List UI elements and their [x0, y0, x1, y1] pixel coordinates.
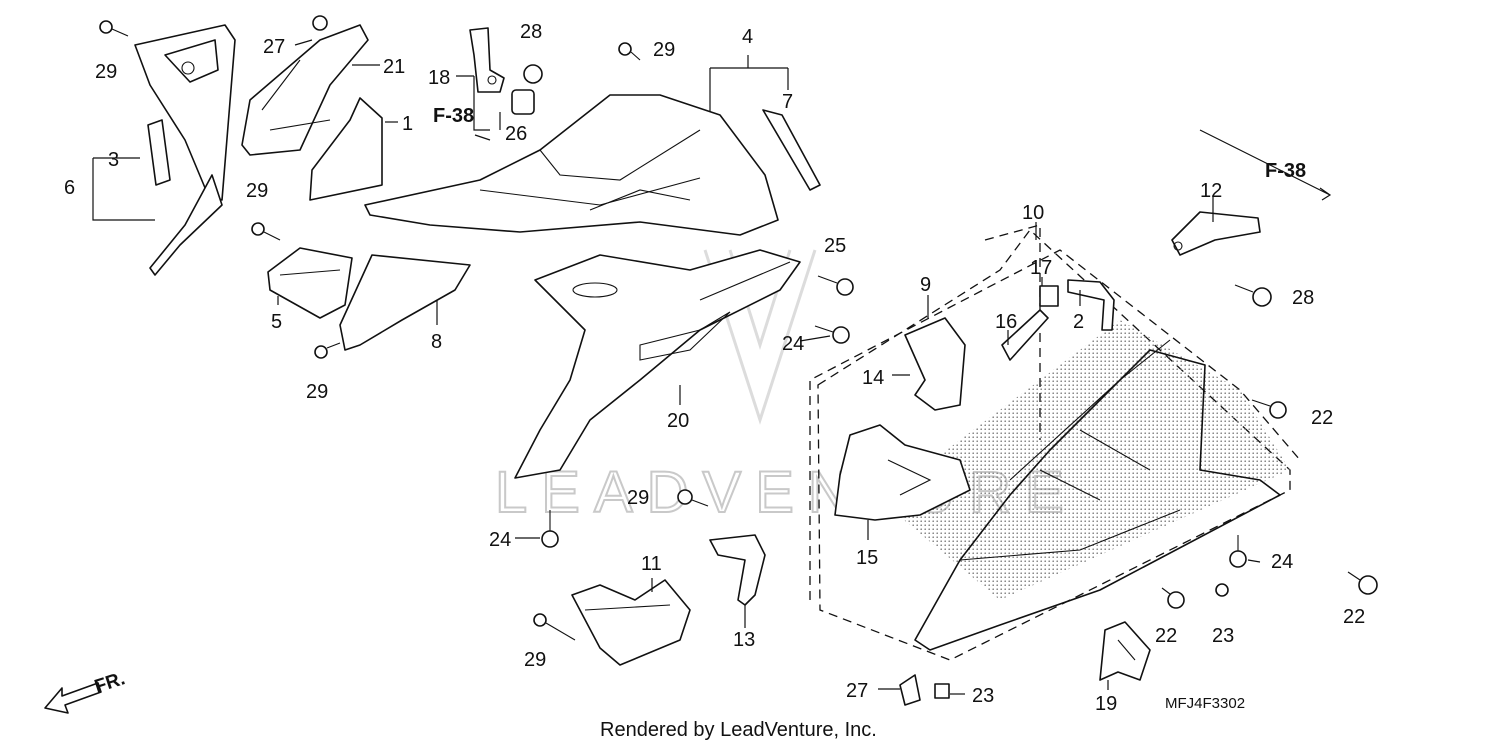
callout-18: 18 — [428, 67, 450, 89]
part-8-inner-panel[interactable] — [339, 254, 471, 351]
callout-3: 3 — [108, 149, 119, 171]
part-20-middle-cowl[interactable] — [514, 249, 801, 479]
front-direction-arrow: FR. — [44, 668, 128, 714]
screw-icons — [99, 15, 1378, 641]
f38-reference-right[interactable]: F-38 — [1265, 160, 1306, 182]
part-27-grommet[interactable] — [899, 674, 921, 706]
leader-lines — [92, 39, 1332, 695]
callout-14: 14 — [862, 367, 884, 389]
callout-13: 13 — [733, 629, 755, 651]
part-11-cover[interactable] — [571, 579, 691, 666]
rendered-by-credit: Rendered by LeadVenture, Inc. — [600, 719, 877, 741]
callout-28: 28 — [520, 21, 542, 43]
callout-17: 17 — [1030, 257, 1052, 279]
callout-24: 24 — [1271, 551, 1293, 573]
front-arrow-label: FR. — [92, 668, 128, 697]
part-19-bracket[interactable] — [1099, 621, 1151, 681]
part-4-upper-cowl[interactable] — [364, 94, 779, 236]
part-6-inner-cover[interactable] — [134, 24, 236, 276]
callout-24: 24 — [489, 529, 511, 551]
right-dashed-group-frame — [809, 224, 1301, 661]
part-5-duct[interactable] — [267, 247, 353, 319]
f38-reference-left[interactable]: F-38 — [433, 105, 474, 127]
callout-22: 22 — [1155, 625, 1177, 647]
callout-12: 12 — [1200, 180, 1222, 202]
callout-29: 29 — [627, 487, 649, 509]
part-13-bracket[interactable] — [709, 534, 766, 606]
callout-labels: 29 27 21 1 3 6 18 28 26 29 4 7 29 5 8 29… — [64, 21, 1365, 715]
callout-19: 19 — [1095, 693, 1117, 715]
part-14-pad[interactable] — [904, 317, 966, 411]
callout-7: 7 — [782, 91, 793, 113]
callout-24: 24 — [782, 333, 804, 355]
callout-29: 29 — [306, 381, 328, 403]
callout-5: 5 — [271, 311, 282, 333]
part-15-heat-shield[interactable] — [834, 424, 971, 521]
callout-10: 10 — [1022, 202, 1044, 224]
callout-23: 23 — [1212, 625, 1234, 647]
callout-16: 16 — [995, 311, 1017, 333]
callout-9: 9 — [920, 274, 931, 296]
part-16-rubber[interactable] — [1001, 309, 1049, 361]
callout-20: 20 — [667, 410, 689, 432]
callout-29: 29 — [524, 649, 546, 671]
callout-23: 23 — [972, 685, 994, 707]
callout-29: 29 — [246, 180, 268, 202]
callout-22: 22 — [1311, 407, 1333, 429]
callout-28: 28 — [1292, 287, 1314, 309]
callout-8: 8 — [431, 331, 442, 353]
part-10-under-cowl[interactable] — [880, 320, 1290, 651]
callout-27: 27 — [263, 36, 285, 58]
part-26-collar[interactable] — [511, 89, 535, 115]
callout-2: 2 — [1073, 311, 1084, 333]
part-18-bracket[interactable] — [469, 27, 505, 93]
callout-6: 6 — [64, 177, 75, 199]
part-7-strip[interactable] — [762, 109, 821, 191]
diagram-code: MFJ4F3302 — [1165, 695, 1245, 712]
callout-11: 11 — [641, 553, 662, 575]
callout-25: 25 — [824, 235, 846, 257]
callout-27: 27 — [846, 680, 868, 702]
callout-4: 4 — [742, 26, 753, 48]
part-23-nut[interactable] — [934, 683, 950, 699]
callout-29: 29 — [653, 39, 675, 61]
callout-26: 26 — [505, 123, 527, 145]
part-17-rubber[interactable] — [1039, 285, 1059, 307]
callout-21: 21 — [383, 56, 405, 78]
part-12-bracket[interactable] — [1171, 211, 1261, 256]
callout-29: 29 — [95, 61, 117, 83]
callout-1: 1 — [402, 113, 413, 135]
callout-15: 15 — [856, 547, 878, 569]
callout-22: 22 — [1343, 606, 1365, 628]
part-21-bracket[interactable] — [241, 24, 383, 201]
